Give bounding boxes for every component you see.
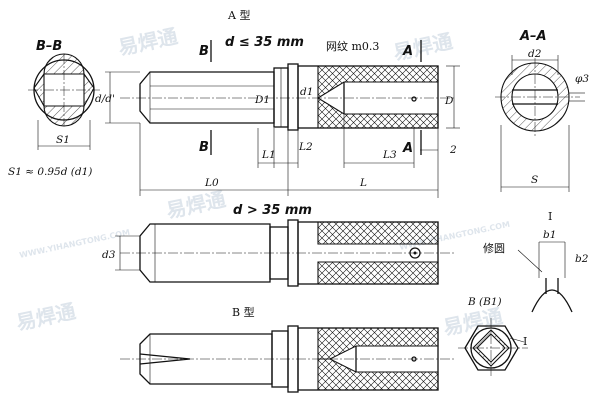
a-shank [139, 71, 275, 124]
L3-label: L3 [382, 149, 397, 161]
s1-label: S1 [56, 134, 70, 146]
section-bb-view: B–B S1 S1 ≈ 0.95d (d1) [8, 39, 100, 178]
a-knurl-top [317, 65, 439, 99]
type-a-view: A 型 d ≤ 35 mm B B A A 网纹 m0.3 d/d' D1 d1 [95, 8, 460, 198]
phi3-label: φ3 [575, 73, 589, 85]
type-b-title: B 型 [232, 305, 255, 319]
detail-i-profile [531, 289, 573, 313]
dim-two-label: 2 [449, 144, 457, 156]
section-aa-view: A–A d2 φ3 S [495, 29, 589, 192]
L0-label: L0 [204, 177, 219, 189]
detail-i2-label: I [523, 335, 527, 348]
S-label: S [531, 174, 538, 186]
b-end-view: B (B1) I [458, 296, 528, 378]
xiuyuan-note: 修圆 [483, 241, 505, 255]
detail-i-title: I [548, 210, 552, 223]
watermark-brand: 易焊通 [14, 299, 78, 335]
s1-formula: S1 ≈ 0.95d (d1) [8, 166, 92, 178]
a-knurl-bottom [317, 97, 439, 129]
b-knurl-top [317, 327, 439, 360]
large-knurl-top [317, 221, 439, 245]
large-d-view: d > 35 mm d3 [102, 203, 455, 287]
d3-label: d3 [102, 249, 116, 261]
D-label: D [444, 95, 454, 107]
watermark-brand: 易焊通 [116, 24, 180, 60]
type-a-title: A 型 [227, 8, 250, 22]
L-label: L [359, 177, 367, 189]
d2-label: d2 [528, 48, 542, 60]
section-aa-title: A–A [519, 29, 547, 44]
a-flange [287, 63, 299, 131]
knurl-note: 网纹 m0.3 [326, 39, 379, 53]
watermark-brand: 易焊通 [391, 29, 455, 65]
L1-label: L1 [261, 149, 276, 161]
type-b-view: B 型 [120, 305, 455, 393]
detail-i-view: I b1 b2 修圆 [483, 210, 589, 313]
large-knurl-bottom [317, 261, 439, 285]
cut-a-lower: A [402, 141, 413, 156]
condition-large: d > 35 mm [233, 203, 312, 218]
cut-b-lower: B [199, 140, 209, 155]
b-b1-label: B (B1) [467, 296, 502, 308]
L2-label: L2 [298, 141, 313, 153]
watermark-brand: 易焊通 [164, 187, 228, 223]
b-knurl-bottom [317, 358, 439, 391]
cut-b-upper: B [199, 44, 209, 59]
cut-a-upper: A [402, 44, 413, 59]
d1-label: d1 [300, 86, 313, 98]
section-bb-title: B–B [36, 39, 62, 54]
b1-label: b1 [543, 229, 556, 241]
b2-label: b2 [575, 253, 589, 265]
D1-label: D1 [254, 94, 270, 106]
condition-small: d ≤ 35 mm [225, 35, 304, 50]
d-dprime-label: d/d' [95, 93, 115, 105]
